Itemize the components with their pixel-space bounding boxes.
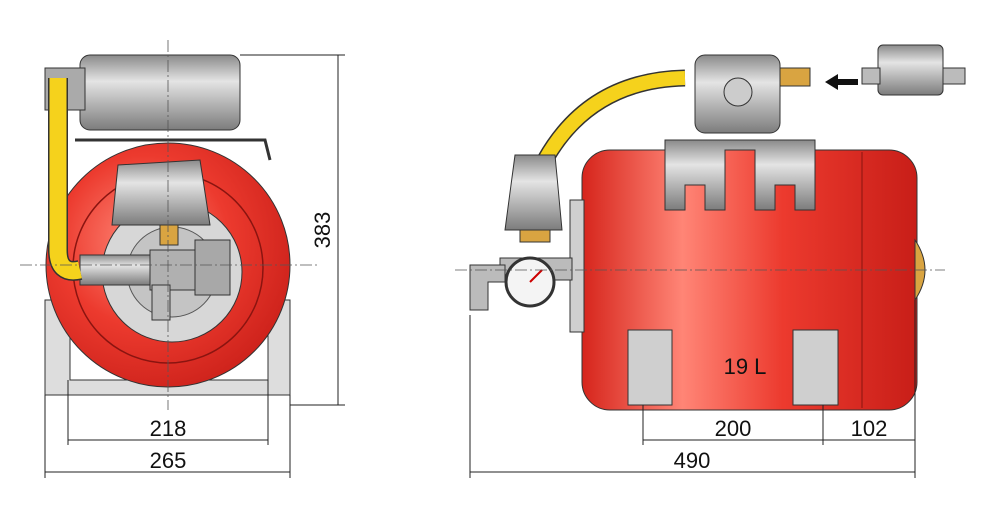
mount-bracket	[664, 139, 816, 211]
dim-218: 218	[150, 416, 187, 441]
flow-direction-arrow-icon	[825, 74, 858, 90]
side-dimensions: 200 102 490	[469, 300, 916, 478]
pressure-switch-side	[504, 154, 563, 231]
inlet-fitting	[779, 67, 811, 87]
dim-383: 383	[310, 212, 335, 249]
outlet-elbow	[469, 264, 506, 311]
motor	[79, 54, 241, 131]
front-view	[20, 40, 320, 410]
dim-490: 490	[674, 448, 711, 473]
dim-200: 200	[715, 416, 752, 441]
top-frame	[75, 138, 272, 161]
tank-volume-label: 19 L	[724, 354, 767, 379]
dim-265: 265	[150, 448, 187, 473]
check-valve	[79, 254, 151, 286]
dim-102: 102	[851, 416, 888, 441]
pressure-switch	[111, 159, 211, 226]
front-dimensions: 218 265 383	[44, 54, 345, 478]
side-view: 19 L	[455, 44, 966, 411]
foot-left	[627, 329, 673, 406]
foot-right	[792, 329, 839, 406]
inset-pump	[861, 44, 966, 96]
